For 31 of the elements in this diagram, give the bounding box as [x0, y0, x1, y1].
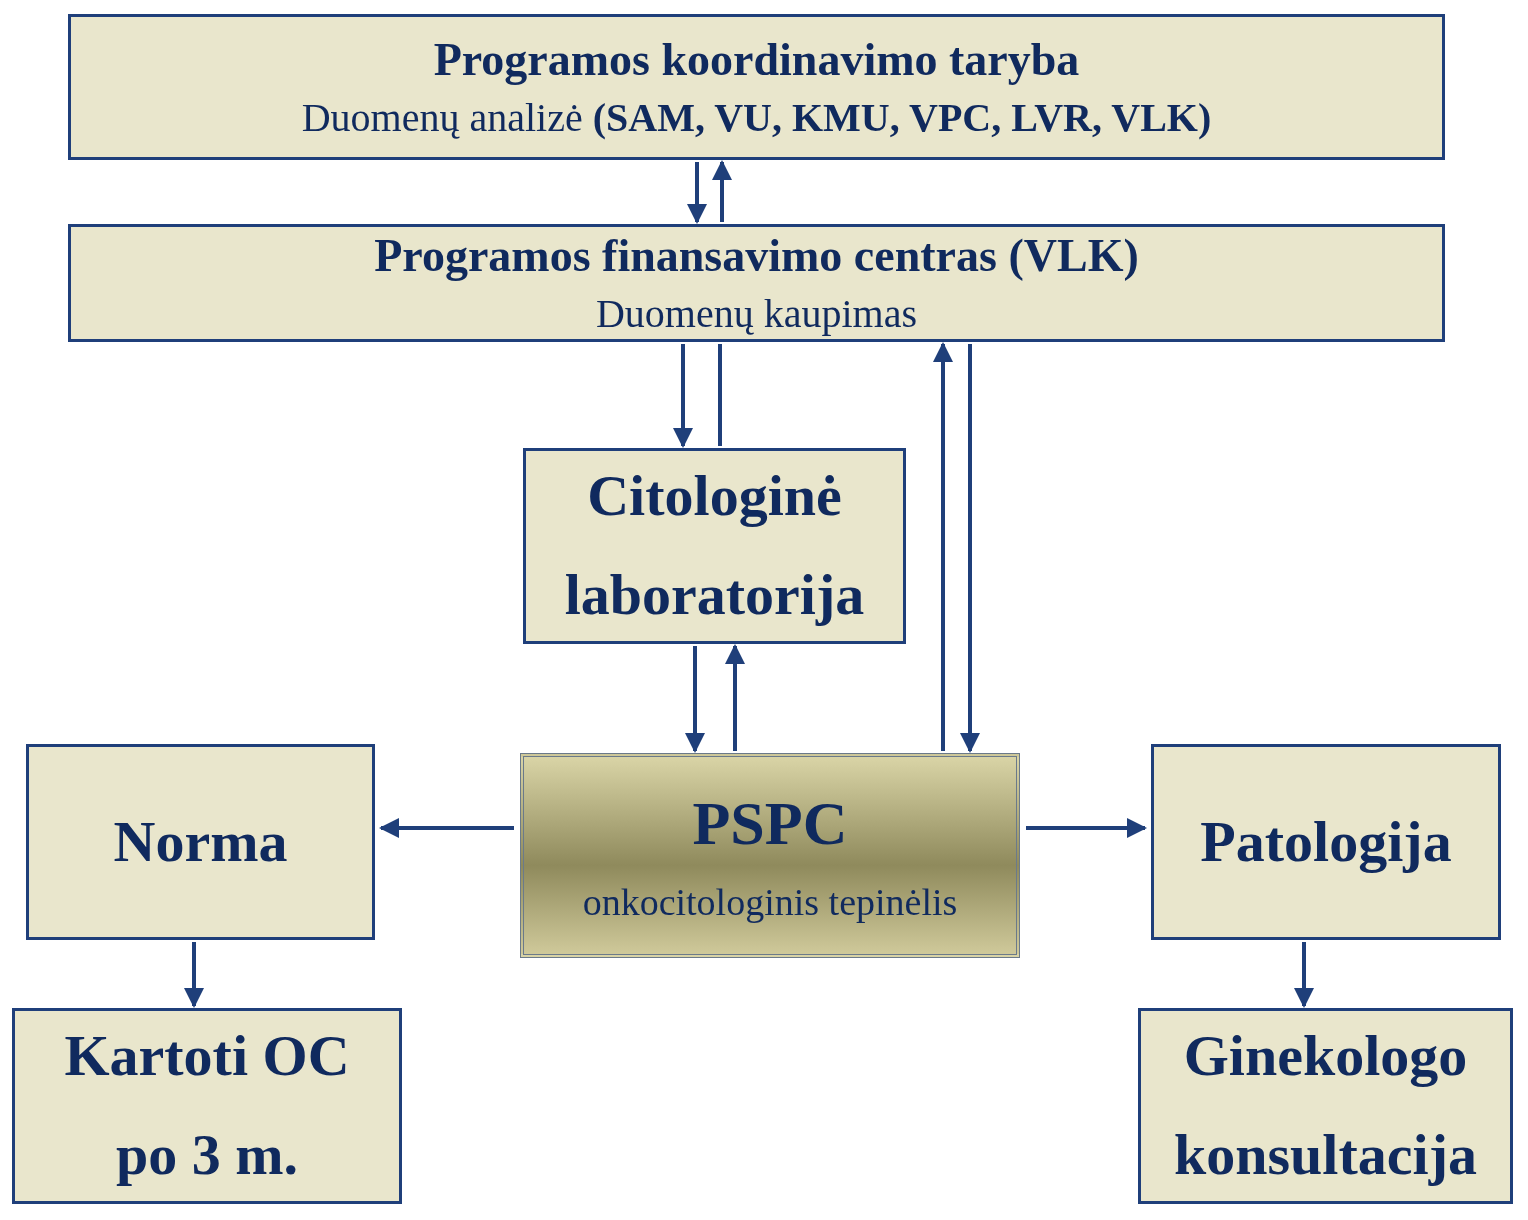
node-title: Patologija: [1200, 807, 1452, 876]
process-box: [1138, 1008, 1513, 1204]
node-title: PSPC: [692, 788, 848, 859]
arrow: [184, 942, 204, 1008]
arrow: [960, 344, 980, 753]
arrow: [1026, 818, 1147, 838]
node-subtitle: Duomenų analizė (SAM, VU, KMU, VPC, LVR, VLK): [301, 93, 1212, 142]
node-title: Norma: [113, 807, 288, 876]
arrow: [687, 162, 707, 224]
node-title: Ginekologo konsultacija: [1173, 1022, 1478, 1189]
arrow: [673, 344, 693, 448]
node-subtitle: onkocitologinis tepinėlis: [582, 879, 958, 925]
process-box: [68, 224, 1445, 342]
node-subtitle: po 3 m.: [115, 1121, 299, 1189]
node-title: Kartoti OC: [64, 1022, 350, 1091]
process-box: [1151, 744, 1501, 940]
arrow: [379, 818, 514, 838]
process-box: [12, 1008, 402, 1204]
arrow: [725, 644, 745, 751]
arrow: [712, 160, 732, 222]
process-box: [26, 744, 375, 940]
arrow: [1294, 942, 1314, 1008]
process-box: [68, 14, 1445, 160]
arrow: [685, 646, 705, 753]
process-box: [520, 753, 1020, 958]
arrow: [933, 342, 953, 751]
process-box: [523, 448, 906, 644]
node-title: Citologinė laboratorija: [563, 462, 866, 629]
node-title: Programos koordinavimo taryba: [433, 33, 1080, 88]
node-title: Programos finansavimo centras (VLK): [374, 229, 1139, 284]
node-subtitle: Duomenų kaupimas: [595, 289, 918, 338]
